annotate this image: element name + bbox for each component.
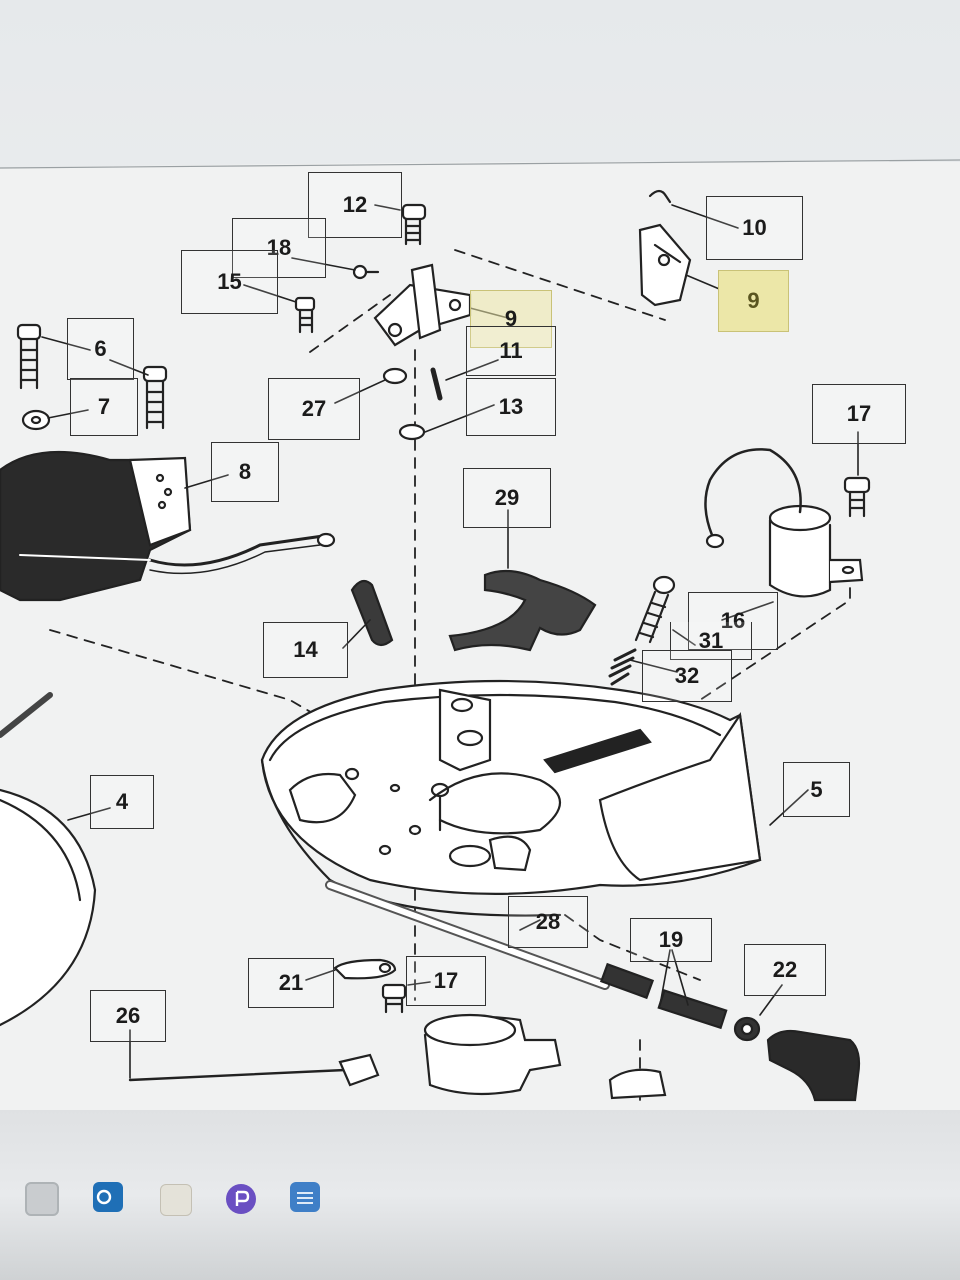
screw-6-right — [142, 365, 168, 430]
parts-drawing — [0, 159, 960, 1110]
callout-31: 31 — [670, 622, 752, 660]
stator-plate-5 — [260, 679, 762, 917]
taskbar — [0, 1110, 960, 1280]
parts-diagram: 12 10 18 15 9 9 6 7 11 13 27 17 8 29 16 … — [0, 159, 960, 1110]
part-14 — [350, 579, 394, 647]
callout-16: 16 — [688, 592, 778, 650]
app-icon[interactable] — [25, 1182, 59, 1216]
felt-pad-29 — [448, 569, 597, 652]
callout-11: 11 — [466, 326, 556, 376]
condenser-16 — [704, 448, 864, 598]
bracket-9 — [638, 223, 692, 307]
terminal-21 — [333, 958, 397, 980]
callout-29: 29 — [463, 468, 551, 528]
washer-27 — [382, 367, 408, 385]
screw-17-top — [843, 476, 871, 518]
callout-7: 7 — [70, 378, 138, 436]
callout-22: 22 — [744, 944, 826, 996]
drawing-lines — [0, 189, 871, 1102]
spring-32 — [608, 648, 637, 686]
callout-32: 32 — [642, 650, 732, 702]
file-explorer-icon[interactable] — [160, 1184, 192, 1216]
calculator-icon[interactable] — [290, 1182, 320, 1212]
screw-12 — [401, 203, 427, 246]
clamp — [423, 1013, 562, 1096]
screw-31 — [634, 575, 676, 644]
callout-26: 26 — [90, 990, 166, 1042]
washer-7 — [21, 409, 51, 431]
callout-21: 21 — [248, 958, 334, 1008]
callout-17-top: 17 — [812, 384, 906, 444]
callout-4: 4 — [90, 775, 154, 829]
clip-10 — [648, 189, 672, 204]
callout-10: 10 — [706, 196, 803, 260]
pin-11 — [430, 367, 443, 401]
callout-28: 28 — [508, 896, 588, 948]
callout-17-bottom: 17 — [406, 956, 486, 1006]
breaker-bracket — [373, 263, 472, 347]
screw-18 — [352, 264, 380, 280]
callout-6: 6 — [67, 318, 134, 380]
callout-14: 14 — [263, 622, 348, 678]
outlook-icon[interactable] — [93, 1182, 123, 1212]
callout-13: 13 — [466, 378, 556, 436]
callout-5: 5 — [783, 762, 850, 817]
callout-9-center: 9 — [470, 290, 552, 348]
callout-27: 27 — [268, 378, 360, 440]
browser-icon[interactable] — [226, 1184, 256, 1214]
washer-13 — [398, 423, 426, 441]
cable-28 — [325, 880, 655, 1000]
screw-17-bottom — [381, 983, 407, 1014]
callout-12: 12 — [308, 172, 402, 238]
callout-9-right: 9 — [718, 270, 789, 332]
coil-8 — [0, 450, 336, 602]
callout-19: 19 — [630, 918, 712, 962]
screw-6-left — [16, 323, 42, 390]
boot — [766, 1029, 861, 1102]
screw-15 — [294, 296, 316, 334]
wire-26 — [128, 1068, 347, 1082]
flywheel-4 — [0, 788, 97, 1027]
callout-8: 8 — [211, 442, 279, 502]
callout-15: 15 — [181, 250, 278, 314]
callout-18: 18 — [232, 218, 326, 278]
